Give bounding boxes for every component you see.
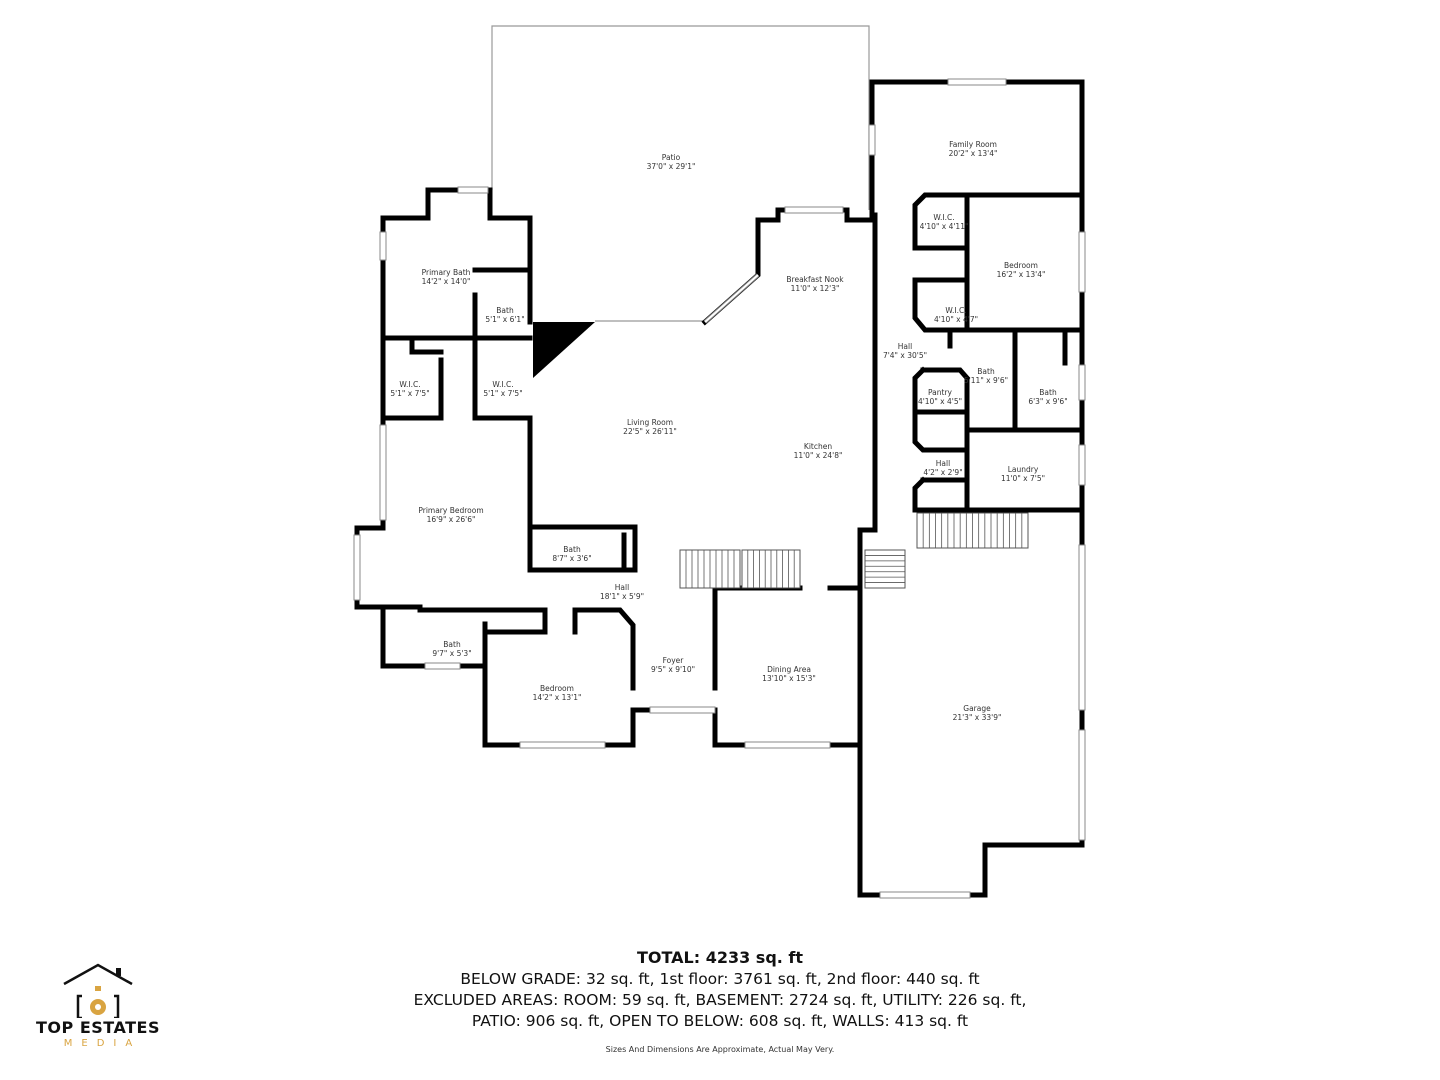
room-dimensions-bedroom-lower: 14'2" x 13'1" bbox=[533, 693, 582, 702]
room-label-bedroom-lower: Bedroom bbox=[540, 684, 574, 693]
room-label-wic-bedroom-top: W.I.C. bbox=[933, 213, 954, 222]
room-dimensions-dining-area: 13'10" x 15'3" bbox=[762, 674, 816, 683]
windows bbox=[353, 78, 1086, 899]
room-label-bedroom-right: Bedroom bbox=[1004, 261, 1038, 270]
room-dimensions-bedroom-right: 16'2" x 13'4" bbox=[997, 270, 1046, 279]
area-breakdown-line-1: BELOW GRADE: 32 sq. ft, 1st floor: 3761 … bbox=[460, 970, 980, 988]
room-dimensions-bath-primary-small: 5'1" x 6'1" bbox=[485, 315, 524, 324]
room-label-kitchen: Kitchen bbox=[804, 442, 832, 451]
room-label-laundry: Laundry bbox=[1008, 465, 1039, 474]
room-label-bath-mid: Bath bbox=[977, 367, 995, 376]
room-label-breakfast-nook: Breakfast Nook bbox=[786, 275, 844, 284]
open-to-below bbox=[533, 322, 595, 378]
room-dimensions-foyer: 9'5" x 9'10" bbox=[651, 665, 695, 674]
room-label-patio: Patio bbox=[662, 153, 681, 162]
room-label-living-room: Living Room bbox=[627, 418, 673, 427]
room-label-dining-area: Dining Area bbox=[767, 665, 811, 674]
walls bbox=[354, 79, 1085, 898]
room-label-primary-bedroom: Primary Bedroom bbox=[418, 506, 483, 515]
room-dimensions-garage: 21'3" x 33'9" bbox=[953, 713, 1002, 722]
patio-outline bbox=[491, 25, 870, 210]
room-label-bath-primary-small: Bath bbox=[496, 306, 514, 315]
room-label-primary-bath: Primary Bath bbox=[422, 268, 471, 277]
room-dimensions-hall-small: 4'2" x 2'9" bbox=[923, 468, 962, 477]
room-dimensions-laundry: 11'0" x 7'5" bbox=[1001, 474, 1045, 483]
room-label-bath-lower: Bath bbox=[443, 640, 461, 649]
room-dimensions-hall-main: 7'4" x 30'5" bbox=[883, 351, 927, 360]
room-dimensions-wic-right: 5'1" x 7'5" bbox=[483, 389, 522, 398]
room-label-wic-bedroom-bottom: W.I.C. bbox=[945, 306, 966, 315]
room-dimensions-kitchen: 11'0" x 24'8" bbox=[794, 451, 843, 460]
room-label-hall-main: Hall bbox=[898, 342, 912, 351]
room-dimensions-primary-bath: 14'2" x 14'0" bbox=[422, 277, 471, 286]
room-label-wic-left: W.I.C. bbox=[399, 380, 420, 389]
logo-subtext: MEDIA bbox=[63, 1038, 142, 1049]
room-dimensions-bath-right: 6'3" x 9'6" bbox=[1028, 397, 1067, 406]
garage-steps bbox=[864, 549, 906, 589]
room-dimensions-bath-mid: 5'11" x 9'6" bbox=[964, 376, 1008, 385]
room-label-foyer: Foyer bbox=[663, 656, 685, 665]
room-dimensions-patio: 37'0" x 29'1" bbox=[647, 162, 696, 171]
room-label-pantry: Pantry bbox=[928, 388, 953, 397]
stairs bbox=[679, 512, 1029, 589]
room-dimensions-family-room: 20'2" x 13'4" bbox=[949, 149, 998, 158]
area-breakdown-line-2: EXCLUDED AREAS: ROOM: 59 sq. ft, BASEMEN… bbox=[413, 991, 1027, 1009]
room-label-hall-small: Hall bbox=[936, 459, 950, 468]
company-logo: TOP ESTATES MEDIA bbox=[28, 962, 168, 1052]
room-label-family-room: Family Room bbox=[949, 140, 997, 149]
room-label-bath-right: Bath bbox=[1039, 388, 1057, 397]
room-dimensions-pantry: 4'10" x 4'5" bbox=[918, 397, 962, 406]
room-dimensions-wic-bedroom-top: 4'10" x 4'11" bbox=[920, 222, 969, 231]
room-dimensions-primary-bedroom: 16'9" x 26'6" bbox=[427, 515, 476, 524]
room-dimensions-hall-lower: 18'1" x 5'9" bbox=[600, 592, 644, 601]
room-dimensions-wic-bedroom-bottom: 4'10" x 4'7" bbox=[934, 315, 978, 324]
room-dimensions-bath-lower: 9'7" x 5'3" bbox=[432, 649, 471, 658]
room-dimensions-bath-hall: 8'7" x 3'6" bbox=[552, 554, 591, 563]
room-dimensions-living-room: 22'5" x 26'11" bbox=[623, 427, 677, 436]
house-camera-icon bbox=[63, 963, 133, 1020]
logo-text: TOP ESTATES bbox=[36, 1018, 160, 1037]
room-label-wic-right: W.I.C. bbox=[492, 380, 513, 389]
room-label-hall-lower: Hall bbox=[615, 583, 629, 592]
room-dimensions-wic-left: 5'1" x 7'5" bbox=[390, 389, 429, 398]
room-label-garage: Garage bbox=[963, 704, 991, 713]
room-label-bath-hall: Bath bbox=[563, 545, 581, 554]
area-breakdown-line-3: PATIO: 906 sq. ft, OPEN TO BELOW: 608 sq… bbox=[471, 1012, 969, 1030]
total-area: TOTAL: 4233 sq. ft bbox=[636, 948, 804, 967]
room-dimensions-breakfast-nook: 11'0" x 12'3" bbox=[791, 284, 840, 293]
disclaimer: Sizes And Dimensions Are Approximate, Ac… bbox=[605, 1045, 835, 1054]
